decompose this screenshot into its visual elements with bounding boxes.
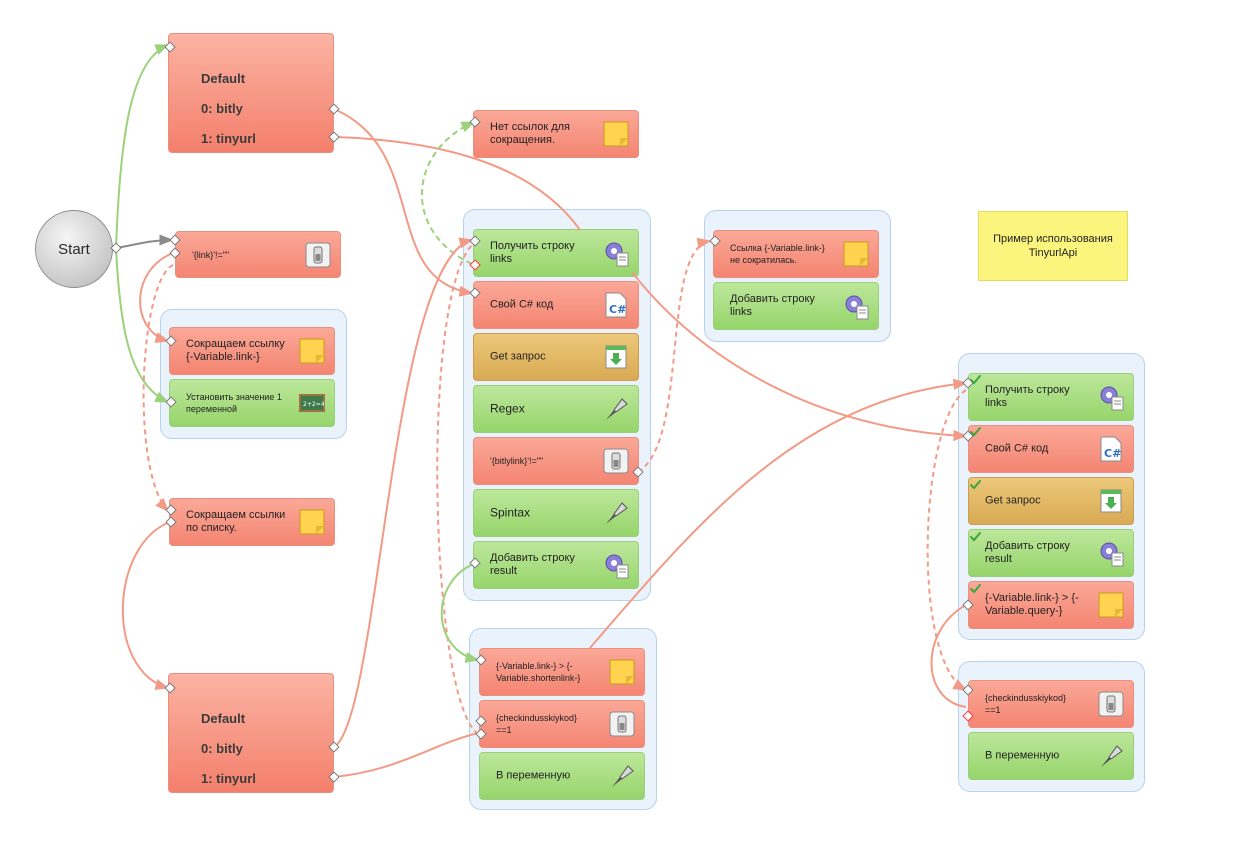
node-label: {checkindusskiykod} ==1 bbox=[985, 693, 1067, 715]
get-line-links-node-2[interactable]: Получить строку links bbox=[968, 373, 1134, 421]
node-label: В переменную bbox=[496, 769, 571, 782]
wire bbox=[121, 521, 171, 690]
node-label: Получить строку links bbox=[985, 384, 1070, 409]
svg-text:C#: C# bbox=[1104, 447, 1121, 460]
node-label: В переменную bbox=[985, 749, 1060, 762]
node-label: Сокращаем ссылки по списку. bbox=[186, 509, 286, 534]
toggle-switch-icon bbox=[304, 241, 332, 269]
sticky-note-icon bbox=[1097, 591, 1125, 619]
fountain-pen-icon bbox=[1097, 742, 1125, 770]
gear-document-icon bbox=[1097, 539, 1125, 567]
add-line-result-node-2[interactable]: Добавить строку result bbox=[968, 529, 1134, 577]
node-label: Сокращаем ссылку {-Variable.link-} bbox=[186, 338, 285, 363]
sticky-note-icon bbox=[298, 508, 326, 536]
download-arrow-icon bbox=[602, 343, 630, 371]
switch-option-1: 1: tinyurl bbox=[201, 771, 256, 786]
note-link-shortenlink[interactable]: {-Variable.link-} > {- Variable.shortenl… bbox=[479, 648, 645, 696]
gear-document-icon bbox=[1097, 383, 1125, 411]
fountain-pen-icon bbox=[602, 499, 630, 527]
node-label: Свой C# код bbox=[490, 298, 554, 311]
switch-node-2[interactable]: Default 0: bitly 1: tinyurl bbox=[168, 673, 334, 793]
node-label: Ссылка {-Variable.link-} не сократилась. bbox=[730, 243, 825, 265]
node-label: Получить строку links bbox=[490, 240, 575, 265]
add-line-links-node[interactable]: Добавить строку links bbox=[713, 282, 879, 330]
csharp-file-icon: C# bbox=[602, 291, 630, 319]
fountain-pen-icon bbox=[608, 762, 636, 790]
gear-document-icon bbox=[602, 551, 630, 579]
spintax-node[interactable]: Spintax bbox=[473, 489, 639, 537]
node-label: {-Variable.link-} > {- Variable.query-} bbox=[985, 592, 1079, 617]
switch-default: Default bbox=[201, 711, 246, 726]
note-shorten-list[interactable]: Сокращаем ссылки по списку. bbox=[169, 498, 335, 546]
wire bbox=[333, 237, 474, 748]
sticky-note-icon bbox=[298, 337, 326, 365]
note-link-not-shortened[interactable]: Ссылка {-Variable.link-} не сократилась. bbox=[713, 230, 879, 278]
download-arrow-icon bbox=[1097, 487, 1125, 515]
node-label: Regex bbox=[490, 401, 525, 416]
comment-note: Пример использования TinyurlApi bbox=[978, 211, 1128, 281]
note-shorten-link[interactable]: Сокращаем ссылку {-Variable.link-} bbox=[169, 327, 335, 375]
gear-document-icon bbox=[842, 292, 870, 320]
switch-node-1[interactable]: Default 0: bitly 1: tinyurl bbox=[168, 33, 334, 153]
sticky-note-icon bbox=[608, 658, 636, 686]
sticky-note-icon bbox=[602, 120, 630, 148]
toggle-switch-icon bbox=[602, 447, 630, 475]
to-variable-node[interactable]: В переменную bbox=[479, 752, 645, 800]
csharp-code-node-2[interactable]: Свой C# код C# bbox=[968, 425, 1134, 473]
switch-option-1: 1: tinyurl bbox=[201, 131, 256, 146]
get-request-node-2[interactable]: Get запрос bbox=[968, 477, 1134, 525]
csharp-file-icon: C# bbox=[1097, 435, 1125, 463]
node-label: Get запрос bbox=[985, 494, 1041, 507]
gear-document-icon bbox=[602, 239, 630, 267]
wire bbox=[115, 234, 174, 249]
node-label: Добавить строку result bbox=[490, 552, 575, 577]
node-label: Get запрос bbox=[490, 350, 546, 363]
switch-option-0: 0: bitly bbox=[201, 741, 243, 756]
add-line-result-node[interactable]: Добавить строку result bbox=[473, 541, 639, 589]
svg-text:2+2=4: 2+2=4 bbox=[303, 401, 325, 408]
to-variable-node-2[interactable]: В переменную bbox=[968, 732, 1134, 780]
node-label: Установить значение 1 переменной bbox=[186, 392, 282, 414]
get-request-node[interactable]: Get запрос bbox=[473, 333, 639, 381]
wire bbox=[333, 108, 474, 297]
node-label: '{link}'!="" bbox=[192, 249, 230, 260]
set-variable-node[interactable]: Установить значение 1 переменной 2+2=4 bbox=[169, 379, 335, 427]
chalkboard-icon: 2+2=4 bbox=[298, 389, 326, 417]
node-label: Добавить строку links bbox=[730, 293, 815, 318]
csharp-code-node[interactable]: Свой C# код C# bbox=[473, 281, 639, 329]
wire bbox=[115, 44, 170, 249]
condition-bitlylink-node[interactable]: '{bitlylink}'!="" bbox=[473, 437, 639, 485]
node-label: {checkindusskiykod} ==1 bbox=[496, 713, 578, 735]
switch-default: Default bbox=[201, 71, 246, 86]
wire bbox=[333, 732, 479, 778]
node-label: '{bitlylink}'!="" bbox=[490, 456, 544, 466]
start-node[interactable]: Start bbox=[35, 210, 113, 288]
node-label: Добавить строку result bbox=[985, 540, 1070, 565]
condition-checkind-node-2[interactable]: {checkindusskiykod} ==1 bbox=[968, 680, 1134, 728]
toggle-switch-icon bbox=[1097, 690, 1125, 718]
condition-checkind-node[interactable]: {checkindusskiykod} ==1 bbox=[479, 700, 645, 748]
node-label: Нет ссылок для сокращения. bbox=[490, 121, 571, 146]
node-label: Spintax bbox=[490, 505, 531, 520]
svg-text:C#: C# bbox=[609, 303, 626, 316]
node-label: {-Variable.link-} > {- Variable.shortenl… bbox=[496, 661, 581, 683]
switch-option-0: 0: bitly bbox=[201, 101, 243, 116]
get-line-links-node[interactable]: Получить строку links bbox=[473, 229, 639, 277]
note-link-query[interactable]: {-Variable.link-} > {- Variable.query-} bbox=[968, 581, 1134, 629]
note-no-links[interactable]: Нет ссылок для сокращения. bbox=[473, 110, 639, 158]
regex-node[interactable]: Regex bbox=[473, 385, 639, 433]
condition-link-node[interactable]: '{link}'!="" bbox=[175, 231, 341, 278]
sticky-note-icon bbox=[842, 240, 870, 268]
start-label: Start bbox=[58, 240, 90, 258]
node-label: Свой C# код bbox=[985, 442, 1049, 455]
fountain-pen-icon bbox=[602, 395, 630, 423]
toggle-switch-icon bbox=[608, 710, 636, 738]
